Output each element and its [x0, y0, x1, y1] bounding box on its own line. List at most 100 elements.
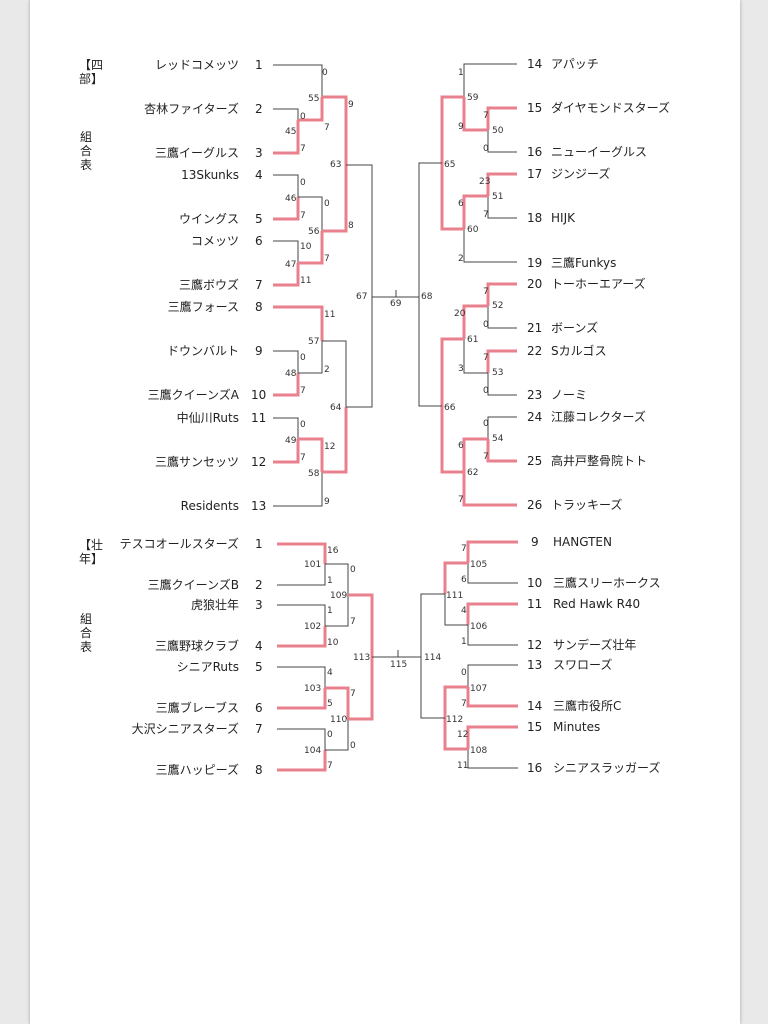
bracket-line [418, 297, 442, 407]
team-name: シニアスラッガーズ [553, 761, 661, 775]
section-title-yonbu: 【四部】 [79, 58, 104, 86]
score: 7 [324, 123, 330, 133]
game-number: 48 [285, 369, 297, 379]
team-name: Minutes [553, 720, 601, 734]
team-name: 三鷹野球クラブ [154, 639, 239, 653]
bracket-line [273, 108, 299, 120]
score: 9 [458, 122, 464, 132]
team-name: HANGTEN [553, 535, 612, 549]
game-number: 109 [330, 591, 348, 601]
game-number: 104 [304, 746, 322, 756]
winner-path-line [486, 282, 517, 306]
game-number: 57 [308, 337, 320, 347]
bracket-line [325, 595, 349, 627]
winner-path-line [440, 337, 464, 406]
section-title-sonen: 【壮年】 [79, 538, 104, 566]
team-name: 高井戸整骨院トト [551, 454, 648, 468]
score: 1 [461, 637, 467, 647]
section-subtitle-yonbu: 組合表 [79, 130, 92, 172]
team-seed: 8 [255, 763, 263, 777]
team-name: 三鷹スリーホークス [553, 576, 661, 590]
score: 8 [348, 221, 354, 231]
team-name: 三鷹イーグルス [154, 146, 239, 160]
bracket-line [467, 563, 518, 584]
score: 0 [483, 320, 489, 330]
winner-path-line [298, 231, 324, 265]
bracket-line [277, 666, 326, 688]
bracket-line [277, 564, 326, 586]
winner-path-line [348, 593, 374, 657]
team-seed: 11 [251, 411, 267, 425]
bracket-line [273, 472, 323, 507]
team-name: トラッキーズ [551, 498, 623, 512]
game-number: 45 [285, 127, 297, 137]
winner-path-line [277, 626, 327, 648]
team-seed: 1 [255, 58, 263, 72]
score: 2 [458, 254, 464, 264]
score: 9 [348, 100, 354, 110]
score: 5 [327, 699, 333, 709]
game-number: 62 [467, 468, 479, 478]
team-seed: 19 [527, 256, 543, 270]
score: 0 [324, 199, 330, 209]
team-name: アパッチ [551, 57, 599, 71]
winner-path-line [273, 263, 300, 287]
game-number: 51 [492, 192, 504, 202]
score: 4 [327, 668, 333, 678]
score: 7 [483, 210, 489, 220]
team-seed: 12 [251, 455, 267, 469]
bracket-line [273, 174, 299, 197]
score: 11 [324, 310, 336, 320]
team-name: 三鷹ブレーブス [155, 701, 239, 715]
team-name: トーホーエアーズ [551, 277, 646, 291]
winner-path-line [440, 406, 464, 474]
winner-path-line [273, 305, 324, 341]
winner-path-line [277, 542, 327, 564]
team-name: 三鷹クイーンズB [147, 578, 239, 592]
team-seed: 26 [527, 498, 543, 512]
bracket-line [487, 306, 517, 329]
team-name: HIJK [551, 211, 575, 225]
score: 0 [350, 565, 356, 575]
game-number: 55 [308, 94, 320, 104]
bracket-line [273, 350, 299, 373]
game-number: 56 [308, 227, 320, 237]
bracket-line [444, 594, 468, 626]
score: 0 [300, 420, 306, 430]
score: 7 [300, 144, 306, 154]
team-name: ダイヤモンドスターズ [551, 101, 671, 115]
game-number: 47 [285, 260, 297, 270]
team-name: ボーンズ [551, 321, 599, 335]
team-seed: 16 [527, 145, 543, 159]
score: 0 [483, 144, 489, 154]
winner-path-line [443, 685, 468, 718]
team-name: ノーミ [551, 388, 588, 402]
game-number: 110 [330, 715, 348, 725]
team-name: Residents [180, 499, 239, 513]
bracket-line [273, 64, 323, 97]
team-seed: 5 [255, 212, 263, 226]
score: 6 [458, 441, 464, 451]
team-name: 13Skunks [181, 168, 239, 182]
game-number: 106 [470, 622, 488, 632]
winner-path-line [466, 602, 518, 625]
bracket-line [418, 162, 442, 297]
score: 7 [461, 544, 467, 554]
score: 10 [327, 638, 339, 648]
game-number: 102 [304, 622, 322, 632]
team-seed: 13 [251, 499, 267, 513]
game-number: 52 [492, 301, 504, 311]
bracket-line [277, 728, 326, 750]
score: 7 [483, 111, 489, 121]
score: 0 [350, 741, 356, 751]
team-seed: 7 [255, 722, 263, 736]
score: 7 [483, 452, 489, 462]
team-seed: 10 [527, 576, 543, 590]
winner-path-line [462, 437, 488, 472]
score: 6 [458, 199, 464, 209]
winner-path-line [322, 407, 348, 474]
winner-path-line [462, 97, 488, 132]
game-number: 58 [308, 469, 320, 479]
game-number: 64 [330, 403, 342, 413]
team-seed: 12 [527, 638, 543, 652]
